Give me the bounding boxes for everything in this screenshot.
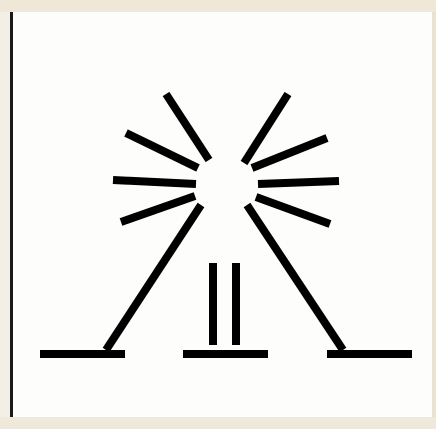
ray-lower-left xyxy=(121,196,195,222)
ray-left-horizontal xyxy=(113,180,196,184)
tripod-leg-left xyxy=(106,205,201,350)
ray-upper-left-mid xyxy=(126,133,198,168)
ray-upper-right-mid xyxy=(252,138,327,168)
ray-upper-left-steep xyxy=(166,94,209,160)
ray-right-horizontal xyxy=(258,181,339,184)
ray-lower-right xyxy=(256,197,330,224)
